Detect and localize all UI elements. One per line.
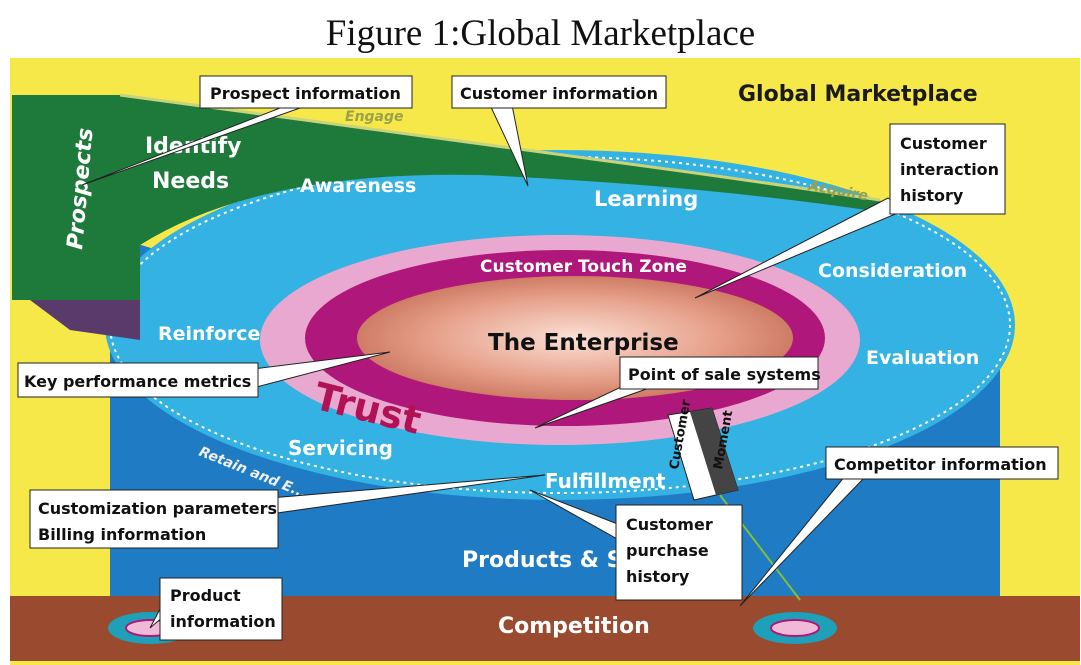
purchase-history-line3: history xyxy=(626,567,690,586)
customization-box xyxy=(29,489,279,549)
pos-box xyxy=(619,356,819,390)
purchase-history-line2: purchase xyxy=(626,541,709,560)
zone-servicing: Servicing xyxy=(288,436,393,460)
zone-reinforce: Reinforce xyxy=(158,323,260,345)
pos-label: Point of sale systems xyxy=(628,365,821,384)
competitor-info-box xyxy=(825,446,1059,480)
interaction-history-line2: interaction xyxy=(900,160,999,179)
competitor-info-label: Competitor information xyxy=(834,455,1047,474)
customization-line1: Customization parameters xyxy=(38,499,277,518)
interaction-history-line3: history xyxy=(900,186,964,205)
zone-engage: Engage xyxy=(345,109,404,125)
product-info-box xyxy=(159,577,283,641)
prospects-band xyxy=(12,95,880,300)
product-info-line2: information xyxy=(170,612,276,631)
zone-consideration: Consideration xyxy=(818,260,967,282)
interaction-history-line1: Customer xyxy=(900,134,987,153)
prospects-shadow xyxy=(30,300,140,340)
kpi-box xyxy=(17,362,259,398)
zone-touch: Customer Touch Zone xyxy=(480,257,687,277)
purchase-history-box xyxy=(615,504,743,601)
zone-evaluation: Evaluation xyxy=(866,347,979,369)
zone-learning: Learning xyxy=(594,187,698,211)
customer-moment-strip xyxy=(667,407,739,501)
competition-well-right-inner xyxy=(770,619,820,637)
interaction-history-box xyxy=(889,123,1006,215)
customer-info-box xyxy=(451,75,667,109)
header-title: Global Marketplace xyxy=(738,82,978,107)
kpi-label: Key performance metrics xyxy=(24,372,251,391)
product-info-line1: Product xyxy=(170,586,241,605)
zone-needs: Needs xyxy=(152,169,229,194)
zone-competition: Competition xyxy=(498,614,650,639)
figure-title: Figure 1:Global Marketplace xyxy=(325,13,756,54)
zone-awareness: Awareness xyxy=(300,175,416,197)
engage-path xyxy=(119,93,881,202)
purchase-history-line1: Customer xyxy=(626,515,713,534)
prospect-info-label: Prospect information xyxy=(210,84,401,103)
zone-enterprise: The Enterprise xyxy=(488,330,679,356)
customization-line2: Billing information xyxy=(38,525,206,544)
zone-products: Products & Se xyxy=(462,548,637,573)
lifecycle-ellipse-dotted-edge xyxy=(109,156,1011,494)
zone-fulfillment: Fulfillment xyxy=(545,469,666,493)
prospect-info-box xyxy=(199,75,413,109)
customer-info-label: Customer information xyxy=(460,84,658,103)
